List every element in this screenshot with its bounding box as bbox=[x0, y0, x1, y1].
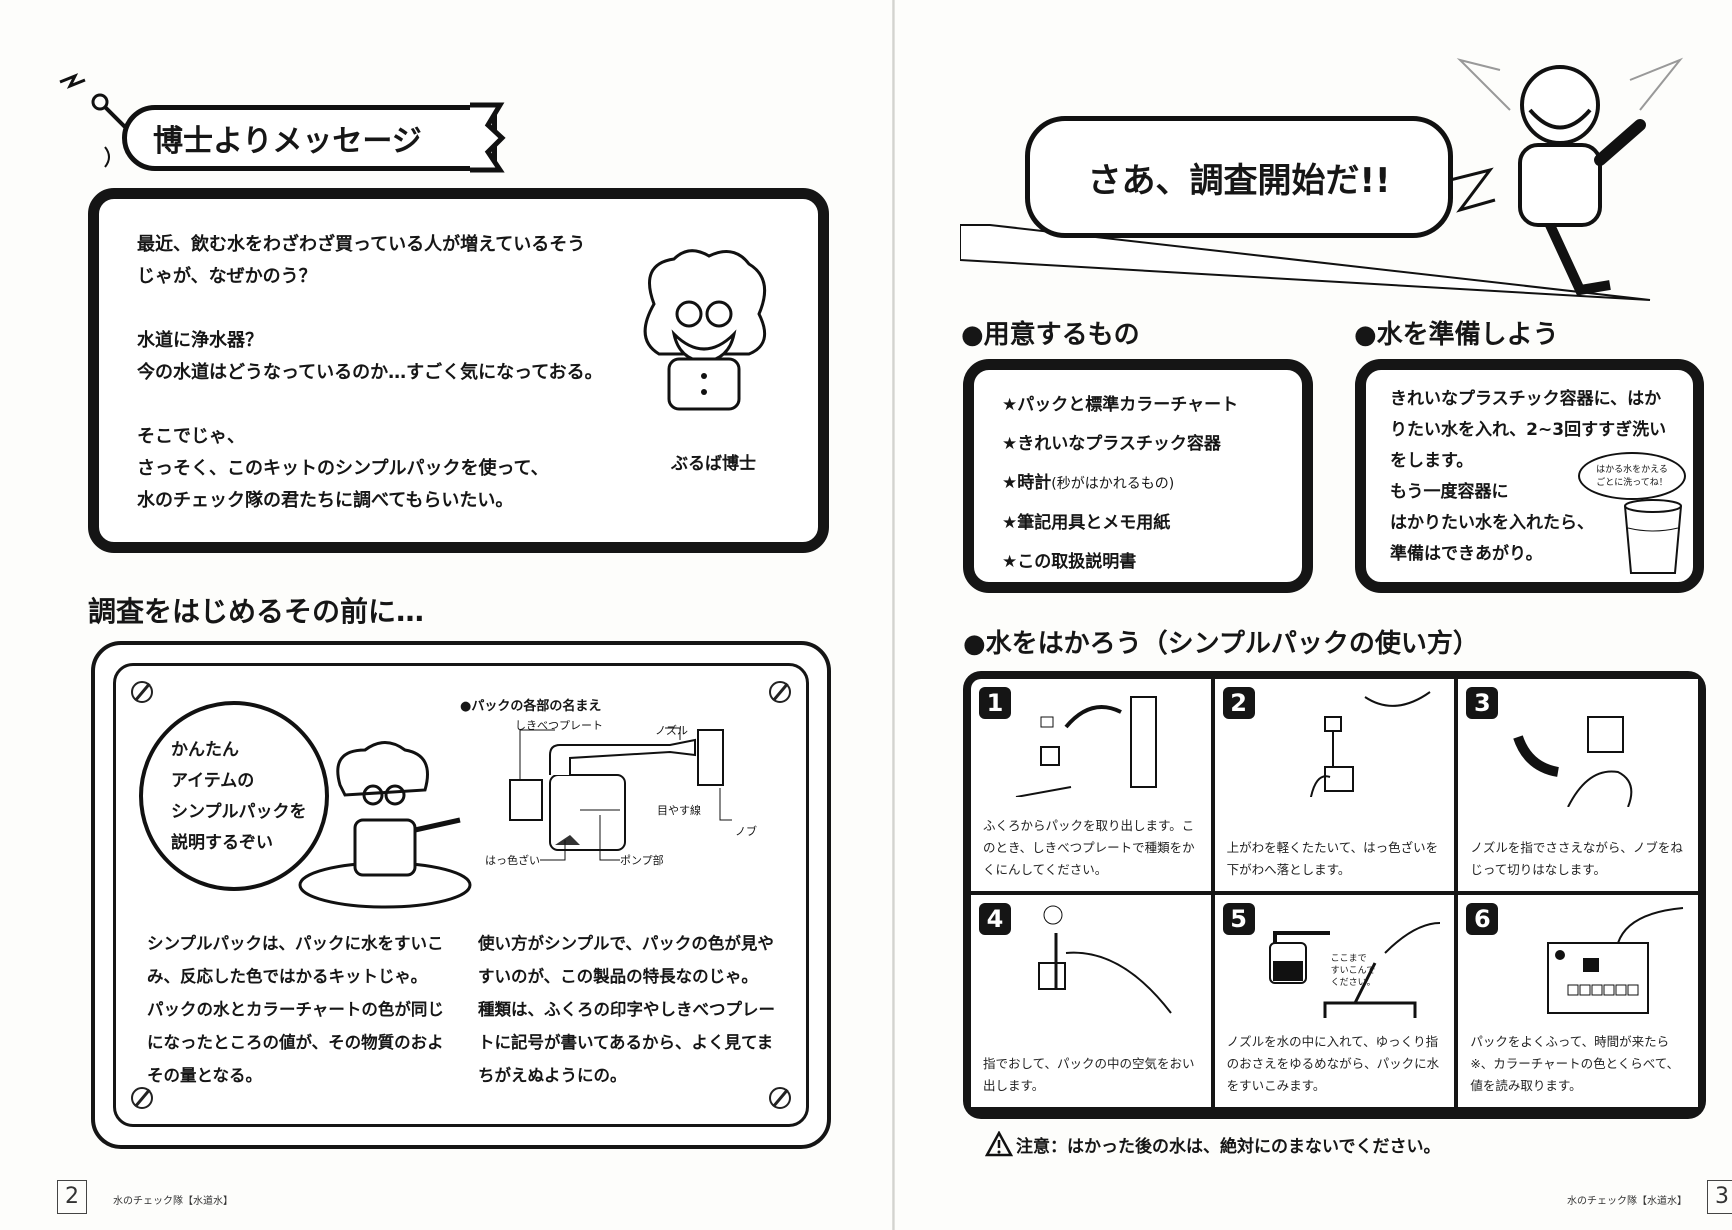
label-pump: ポンプ部 bbox=[620, 854, 664, 867]
compare-chart-illustration bbox=[1547, 907, 1684, 1014]
step-6: 6 パックをよくふって、時間が来たら※、カラーチャートの色とくらべて、値を読み取… bbox=[1458, 895, 1698, 1107]
section-title: 調査をはじめるその前に… bbox=[88, 595, 425, 628]
tap-pack-illustration bbox=[1309, 691, 1431, 797]
cup-bubble: はかる水をかえるごとに洗ってね！ bbox=[1578, 452, 1686, 500]
banner-title: 博士よりメッセージ bbox=[153, 124, 422, 159]
water-text: きれいなプラスチック容器に、はかりたい水を入れ、2~3回すすぎ洗いをします。もう… bbox=[1390, 389, 1667, 564]
screw-icon bbox=[769, 681, 791, 703]
page-number: 3 bbox=[1707, 1180, 1732, 1214]
screw-icon bbox=[769, 1087, 791, 1109]
step-3: 3 ノズルを指でささえながら、ノブをねじって切りはなします。 bbox=[1458, 679, 1698, 891]
start-bubble: さあ、調査開始だ!! bbox=[1025, 116, 1453, 238]
speech-bubble: かんたんアイテムのシンプルパックを説明するぞい bbox=[139, 701, 329, 891]
hero-illustration bbox=[1450, 57, 1684, 296]
steps-grid: 1 ふくろからパックを取り出します。このとき、しきべつプレートで種類をかくにんし… bbox=[963, 671, 1706, 1119]
warning-icon bbox=[985, 1131, 1013, 1157]
step-1: 1 ふくろからパックを取り出します。このとき、しきべつプレートで種類をかくにんし… bbox=[971, 679, 1211, 891]
label-plate: しきべつプレート bbox=[515, 719, 603, 732]
water-box: きれいなプラスチック容器に、はかりたい水を入れ、2~3回すすぎ洗いをします。もう… bbox=[1355, 359, 1704, 593]
info-plate: かんたんアイテムのシンプルパックを説明するぞい ●パックの各部の名まえ しきべつ… bbox=[91, 641, 831, 1149]
prepare-box: ★パックと標準カラーチャート ★きれいなプラスチック容器 ★時計(秒がはかれるも… bbox=[963, 359, 1313, 593]
footer-title: 水のチェック隊【水道水】 bbox=[1567, 1196, 1687, 1207]
label-nozzle: ノズル bbox=[655, 724, 688, 737]
message-box: 最近、飲む水をわざわざ買っている人が増えているそうじゃが、なぜかのう？ 水道に浄… bbox=[88, 188, 829, 553]
page-number: 2 bbox=[57, 1180, 87, 1214]
label-knob: ノブ bbox=[735, 825, 757, 838]
step-4: 4 指でおして、パックの中の空気をおい出します。 bbox=[971, 895, 1211, 1107]
prepare-list: ★パックと標準カラーチャート ★きれいなプラスチック容器 ★時計(秒がはかれるも… bbox=[1002, 395, 1239, 572]
squeeze-air-illustration bbox=[1038, 905, 1172, 1014]
character-name: ぶるば博士 bbox=[671, 454, 756, 474]
pack-diagram bbox=[509, 727, 732, 861]
measure-title: ●水をはかろう（シンプルパックの使い方） bbox=[963, 629, 1479, 659]
cup-icon bbox=[1624, 499, 1682, 574]
body-left: シンプルパックは、パックに水をすいこみ、反応した色ではかるキットじゃ。パックの水… bbox=[147, 934, 444, 1085]
step-2: 2 上がわを軽くたたいて、はっ色ざいを下がわへ落とします。 bbox=[1214, 679, 1455, 891]
label-line: 目やす線 bbox=[657, 804, 701, 817]
draw-water-illustration bbox=[1268, 922, 1440, 1018]
label-reagent: はっ色ざい bbox=[485, 854, 540, 867]
bubble-title: さあ、調査開始だ!! bbox=[1087, 160, 1391, 201]
prepare-title: ●用意するもの bbox=[961, 320, 1140, 350]
step-5: 5 ここまですいこんでください。 ノズルを水の中に入れて、ゆっくり指のおさえをゆ… bbox=[1214, 895, 1455, 1107]
ray-decoration bbox=[960, 224, 1651, 301]
screw-icon bbox=[131, 1087, 153, 1109]
professor-illustration bbox=[643, 249, 767, 411]
diagram-title: ●パックの各部の名まえ bbox=[460, 699, 602, 714]
message-p2: 水道に浄水器？今の水道はどうなっているのか…すごく気になっておる。 bbox=[137, 330, 603, 383]
footer-title: 水のチェック隊【水道水】 bbox=[113, 1196, 233, 1207]
screw-icon bbox=[131, 681, 153, 703]
caution-text: 注意：はかった後の水は、絶対にのまないでください。 bbox=[1016, 1137, 1441, 1157]
zigzag-icon bbox=[470, 102, 506, 173]
pack-from-bag-illustration bbox=[1015, 696, 1157, 797]
message-p1: 最近、飲む水をわざわざ買っている人が増えているそうじゃが、なぜかのう？ bbox=[137, 234, 586, 287]
fill-note: ここまですいこんでください。 bbox=[1330, 954, 1376, 988]
message-banner: 博士よりメッセージ bbox=[122, 105, 497, 171]
message-p3: そこでじゃ、さっそく、このキットのシンプルパックを使って、水のチェック隊の君たち… bbox=[137, 426, 549, 511]
body-right: 使い方がシンプルで、パックの色が見やすいのが、この製品の特長なのじゃ。種類は、ふ… bbox=[478, 934, 775, 1085]
twist-knob-illustration bbox=[1513, 716, 1633, 807]
page-fold bbox=[892, 0, 895, 1230]
professor-pointing-illustration bbox=[298, 741, 472, 909]
water-title: ●水を準備しよう bbox=[1354, 320, 1559, 350]
